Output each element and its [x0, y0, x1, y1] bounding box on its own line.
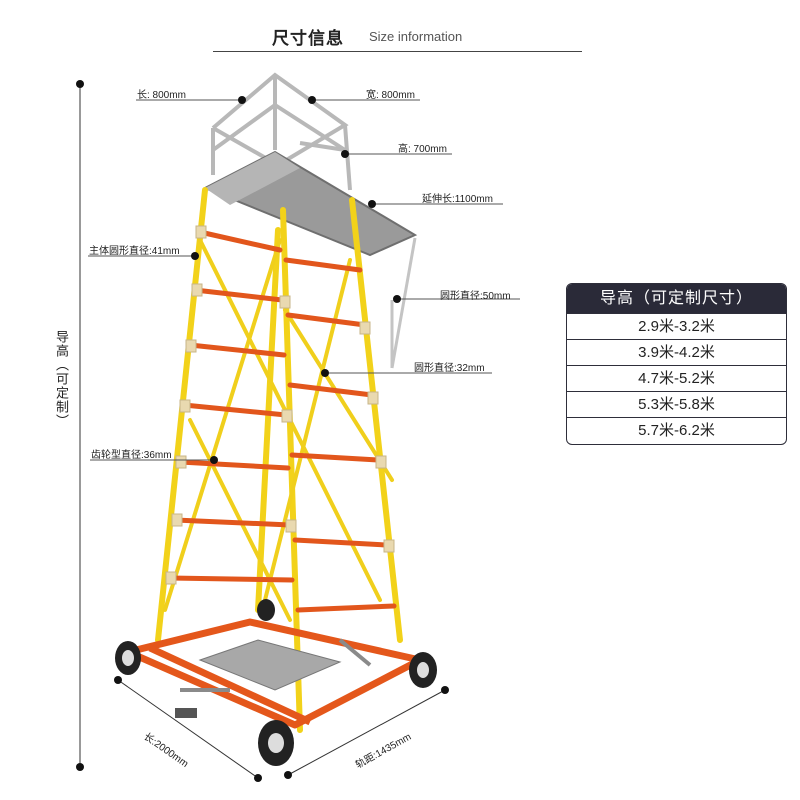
height-table-header: 导高（可定制尺寸）: [567, 284, 786, 313]
top-length-label: 长: 800mm: [137, 90, 186, 101]
height-table-row: 2.9米-3.2米: [567, 313, 786, 339]
height-table-row: 5.3米-5.8米: [567, 391, 786, 417]
height-table-row: 3.9米-4.2米: [567, 339, 786, 365]
header-divider: [213, 51, 582, 52]
round-50-diameter-label: 圆形直径:50mm: [440, 291, 511, 302]
height-table-row: 5.7米-6.2米: [567, 417, 786, 444]
round-32-diameter-label: 圆形直径:32mm: [414, 363, 485, 374]
railing-height-label: 高: 700mm: [398, 144, 447, 155]
section-title: 尺寸信息: [272, 29, 344, 48]
guide-height-table: 导高（可定制尺寸） 2.9米-3.2米 3.9米-4.2米 4.7米-5.2米 …: [566, 283, 787, 445]
gear-tube-diameter-label: 齿轮型直径:36mm: [91, 450, 172, 461]
top-width-label: 宽: 800mm: [366, 90, 415, 101]
height-table-row: 4.7米-5.2米: [567, 365, 786, 391]
guide-height-label: 导高（可定制）: [54, 330, 69, 428]
section-subtitle: Size information: [369, 29, 463, 44]
main-tube-diameter-label: 主体圆形直径:41mm: [89, 246, 180, 257]
extension-length-label: 延伸长:1100mm: [422, 194, 493, 205]
